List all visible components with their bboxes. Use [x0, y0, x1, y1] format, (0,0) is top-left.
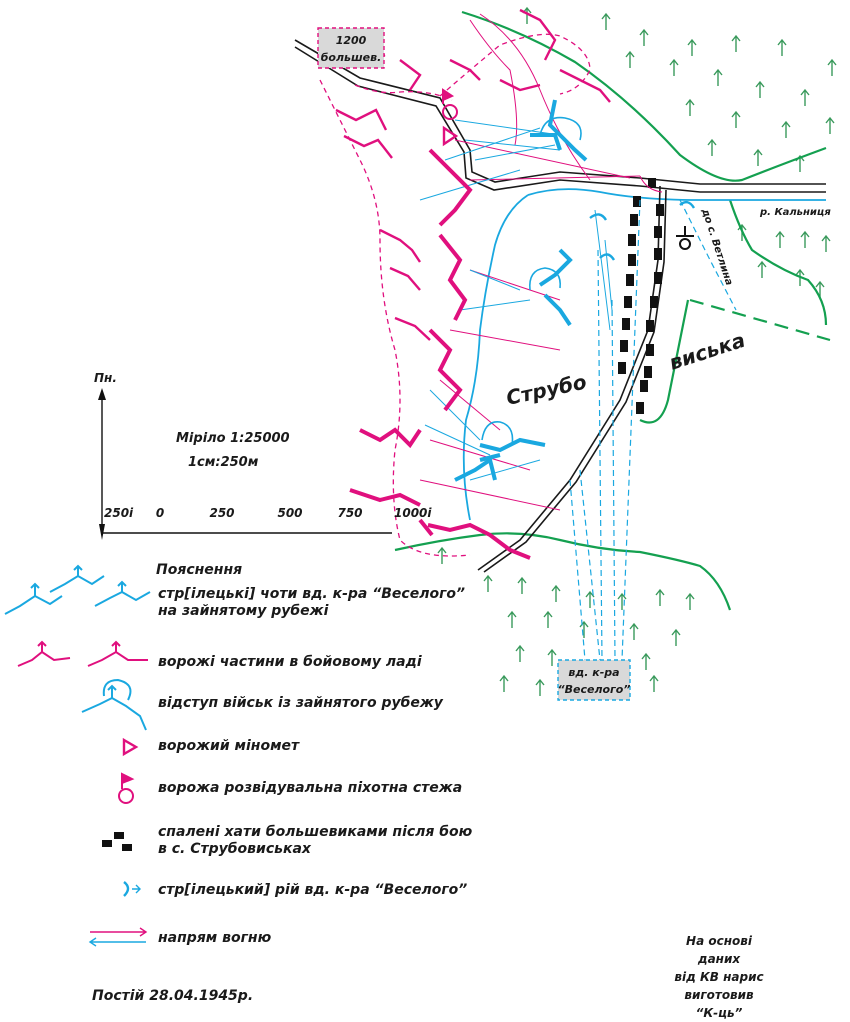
enemy-battle-lines: [349, 148, 531, 560]
enemy-fire-lines: [419, 13, 663, 511]
bolsheviks-label-box: 1200 большев.: [317, 27, 385, 69]
legend-item-mortar: ворожий міномет: [158, 738, 300, 754]
enemy-movement-lines: [319, 33, 591, 557]
veseloho-label-box: вд. к-ра “Веселого”: [557, 659, 631, 701]
church-symbol: [676, 226, 694, 250]
river-label: р. Кальниця: [759, 207, 831, 218]
friendly-retreat-arcs: [481, 116, 582, 446]
area-boundaries: [394, 10, 831, 611]
legend-symbol-friendly-platoons: [4, 564, 151, 615]
credit-line: від КВ нарис: [674, 970, 764, 984]
scale-ticks: 250і 0 250 500 750 1000і: [104, 506, 432, 520]
footer-credit: На основі даних від КВ нарис виготовив “…: [664, 932, 774, 1022]
legend-symbol-retreat: [81, 678, 147, 731]
scale-tick: 250: [209, 506, 234, 520]
legend-item-fire-direction: напрям вогню: [158, 930, 272, 946]
village-label-part2: виська: [666, 328, 748, 375]
legend-fire-direction-icon: [88, 927, 148, 947]
legend-item-rifle-squad: стр[ілецький] рій вд. к-ра “Веселого”: [158, 882, 468, 898]
legend-enemy-mortar-icon: [122, 737, 139, 757]
burned-houses: [618, 178, 664, 414]
friendly-fire-lines: [419, 119, 613, 481]
friendly-positions: [454, 99, 588, 482]
enemy-mortar-map: [442, 125, 459, 147]
credit-line: виготовив: [684, 988, 754, 1002]
scale-ratio: 1см:250м: [188, 455, 259, 470]
footer-date: Постій 28.04.1945р.: [92, 988, 254, 1004]
village-label-part1: Струбо: [504, 369, 589, 409]
road-label: до с. Ветлина: [699, 207, 735, 288]
legend-item-friendly-platoons-2: на зайнятому рубежі: [158, 603, 329, 619]
scale-title: Міріло 1:25000: [176, 431, 290, 446]
scale-tick: 500: [277, 506, 302, 520]
bolsheviks-count: 1200: [336, 34, 367, 47]
legend-rifle-squad-icon: [123, 881, 141, 897]
north-arrow: [98, 388, 106, 540]
credit-line: “К-ць”: [695, 1006, 743, 1020]
legend-item-enemy: ворожі частини в бойовому ладі: [158, 654, 422, 670]
scale-tick: 0: [156, 506, 164, 520]
legend-burned-houses-icon: [102, 832, 132, 851]
legend-item-burned-2: в с. Струбовиськах: [158, 841, 311, 857]
supply-dashed-lines: [569, 199, 641, 661]
scale-tick: 250і: [104, 506, 134, 520]
legend-item-friendly-platoons-1: стр[ілецькі] чоти вд. к-ра “Веселого”: [158, 586, 466, 602]
legend-item-retreat: відступ військ із зайнятого рубежу: [158, 695, 443, 711]
veseloho-line2: “Веселого”: [558, 683, 631, 696]
credit-line: На основі даних: [686, 934, 752, 966]
veseloho-line1: вд. к-ра: [568, 666, 619, 679]
scale-tick: 1000і: [394, 506, 432, 520]
legend-symbol-enemy: [17, 640, 148, 667]
road-to-vetlyna: [679, 199, 737, 311]
bolsheviks-name: большев.: [321, 51, 382, 64]
north-label: Пн.: [94, 371, 117, 385]
legend-item-patrol: ворожа розвідувальна піхотна стежа: [158, 780, 463, 796]
enemy-patrol-map: [442, 88, 458, 120]
rifle-squad-markers: [589, 200, 696, 261]
legend-enemy-patrol-icon: [118, 772, 135, 804]
legend-item-burned-1: спалені хати большевиками після бою: [158, 824, 473, 840]
roads: [294, 39, 826, 573]
scale-tick: 750: [337, 506, 362, 520]
legend-title: Пояснення: [156, 562, 243, 578]
